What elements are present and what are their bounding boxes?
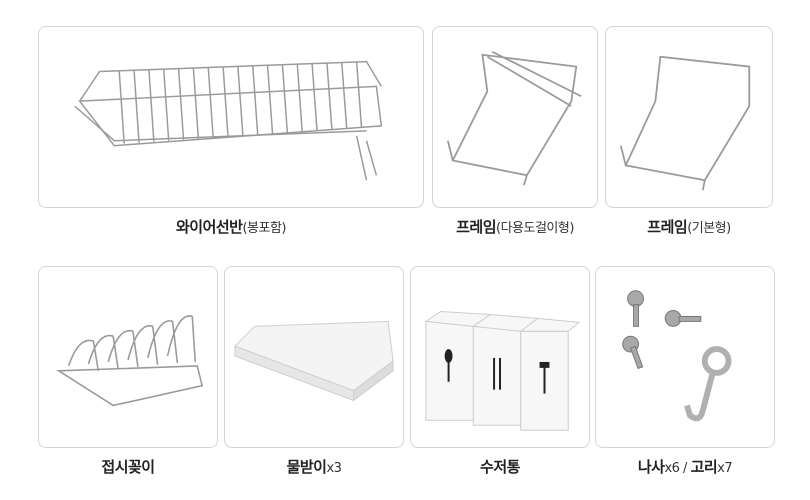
dish-rack-image [56,315,204,407]
frame-basic-card [605,26,773,208]
wire-shelf-card [38,26,424,208]
cutlery-holder-card [410,266,590,448]
screws-hooks-label: 나사x6 / 고리x7 [637,458,733,476]
drip-tray-card [224,266,404,448]
screws-hooks-image [622,290,732,422]
dish-rack-label: 접시꽂이 [101,458,155,476]
frame-basic-image [619,55,751,191]
screws-hooks-card [595,266,775,448]
cutlery-holder-label: 수저통 [480,458,520,476]
cutlery-holder-image [424,311,581,431]
dish-rack-card [38,266,218,448]
wire-shelf-label: 와이어선반(봉포함) [175,218,287,236]
frame-basic-label: 프레임(기본형) [647,218,731,236]
drip-tray-label: 물받이x3 [286,458,342,476]
frame-hook-label: 프레임(다용도걸이형) [456,218,574,236]
frame-hook-image [446,50,582,186]
drip-tray-image [233,320,394,402]
wire-shelf-image [74,60,383,181]
frame-hook-card [432,26,598,208]
